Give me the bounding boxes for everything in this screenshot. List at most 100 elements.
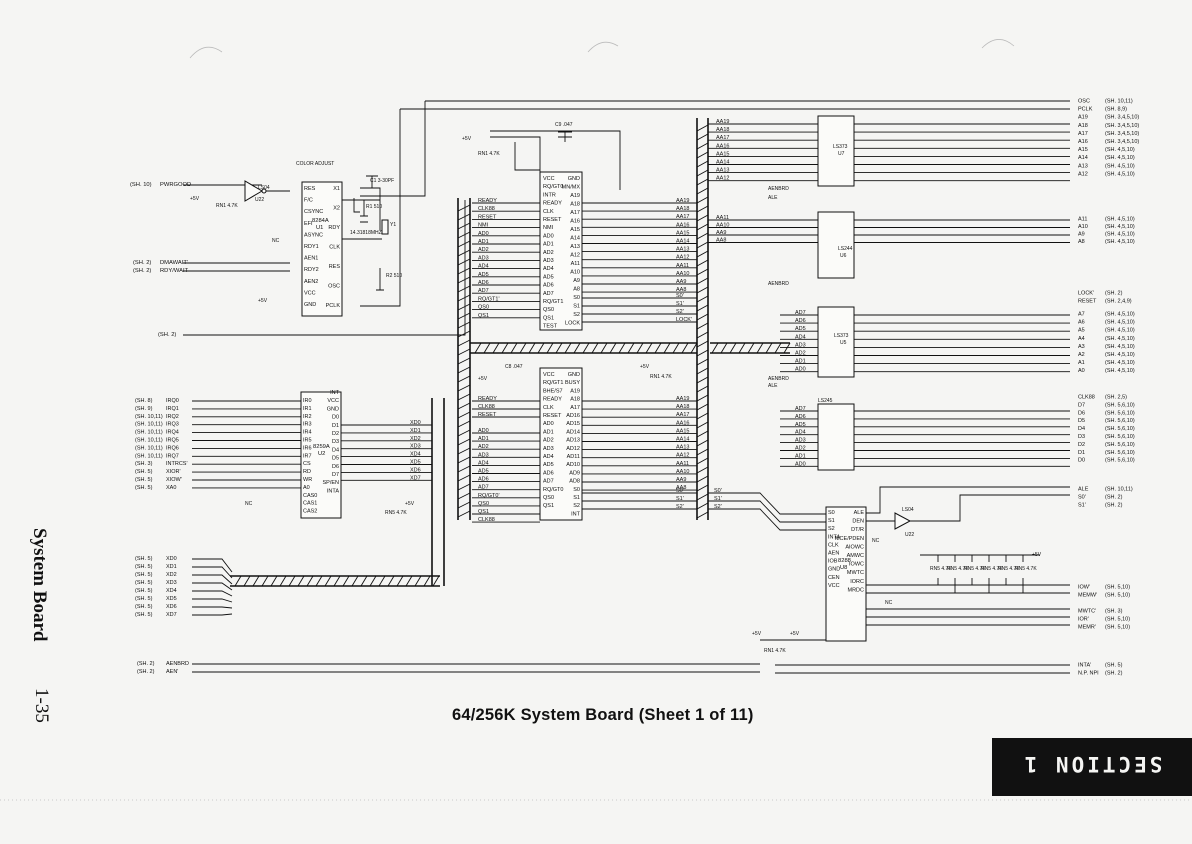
xd-ref-3: (SH. 5): [135, 580, 153, 586]
xcvr-in-2: AD5: [795, 422, 806, 428]
pic-right-pin-7: D4: [332, 447, 339, 453]
cpu-addr-label-1: AA18: [676, 206, 689, 212]
hatch-e: [720, 342, 728, 354]
xd-ref-6: (SH. 5): [135, 604, 153, 610]
pic-data-label-3: XD3: [410, 444, 421, 450]
aen-ref-0: (SH. 2): [137, 661, 155, 667]
left-signal-3-ref: (SH. 2): [158, 332, 176, 338]
hatch-d: [378, 575, 386, 587]
clock-passives: [342, 175, 389, 291]
cpu-left-pin-17: QS1: [543, 315, 554, 321]
right_signals_data-ref-8: (SH. 5,6,10): [1105, 458, 1135, 464]
hatch-d: [252, 575, 260, 587]
hatch-b: [696, 448, 709, 456]
cpu-right-pin-12: A9: [573, 278, 580, 284]
pic-left-pin-4: IR4: [303, 430, 312, 436]
right_signals_bus-name-0: IOW': [1078, 585, 1090, 591]
left-signal-2-ref: (SH. 2): [133, 268, 151, 274]
clock-right-pin-4: RES: [329, 264, 341, 270]
cpu-left-pin-5: RESET: [543, 217, 562, 223]
xd-name-2: XD2: [166, 572, 177, 578]
npu-rn1-label: RN1 4.7K: [650, 374, 672, 380]
hatch-b: [696, 295, 709, 303]
xcvr-in-3: AD4: [795, 430, 806, 436]
clock-right-pin-2: RDY: [328, 225, 340, 231]
cpu-right-pin-16: S2: [573, 312, 580, 318]
rn-label-0: RN5 4.7K: [930, 566, 952, 572]
bus-name-0: AENBRD: [768, 186, 789, 192]
cpu-addr-label-5: AA14: [676, 239, 689, 245]
right_signals_low-name-7: A0: [1078, 368, 1085, 374]
right_signals_top-ref-1: (SH. 8,9): [1105, 107, 1127, 113]
hatch-b: [696, 322, 709, 330]
latch-hi-in-5: AA14: [716, 160, 729, 166]
cpu-left-pin-18: TEST: [543, 324, 558, 330]
cpu-left-pin-16: QS0: [543, 307, 554, 313]
hatch-a: [457, 330, 471, 338]
latch-input-labels: AA19AA18AA17AA16AA15AA14AA13AA12AA11AA10…: [708, 119, 1070, 467]
npu-addr-label-5: AA14: [676, 437, 689, 443]
hatch-a: [457, 483, 471, 491]
right_signals_low-ref-2: (SH. 4,5,10): [1105, 328, 1135, 334]
irq-signal-list: (SH. 8)IRQ0(SH. 9)IRQ1(SH. 10,11)IRQ2(SH…: [135, 398, 301, 491]
cpu-top-passives: [490, 131, 572, 172]
hatch-d: [261, 575, 269, 587]
npu-right-pin-10: AD11: [567, 454, 580, 460]
hatch-a: [457, 222, 471, 230]
right_signals_top-ref-5: (SH. 3,4,5,10): [1105, 139, 1139, 145]
right_signals_ctrl-ref-0: (SH. 10,11): [1105, 487, 1133, 493]
npu-ctrl-label-1: S1': [676, 496, 684, 502]
bus-left-pin-5: AEN: [828, 551, 839, 557]
xcvr-in-0: AD7: [795, 406, 806, 412]
clock-right-pin-3: CLK: [329, 245, 340, 251]
bus-name-4: AENBRD: [768, 376, 789, 382]
irq-name-2: IRQ2: [166, 414, 179, 420]
latch-mid-in-3: AA8: [716, 238, 726, 244]
pic-left-pin-9: RD: [303, 469, 311, 475]
right_signals_low-name-6: A1: [1078, 360, 1085, 366]
xd-wire-3: [192, 582, 233, 591]
hatch-b: [696, 160, 709, 168]
hatch-b: [696, 493, 709, 501]
npu-bus-label-12: QS0: [478, 501, 489, 507]
hatch-b: [696, 241, 709, 249]
cpu-right-pin-11: A10: [570, 270, 580, 276]
cpu-ctrl-label-2: S2': [676, 309, 684, 315]
hatch-c: [492, 342, 500, 354]
hatch-d: [432, 575, 440, 587]
npu-right-pin-14: S0: [573, 487, 580, 493]
npu-chip: [539, 367, 583, 521]
xd-wire-4: [192, 590, 233, 597]
right_signals_top-name-2: A19: [1078, 115, 1088, 121]
hatch-b: [696, 466, 709, 474]
bus-ctrl-wire-2: [708, 508, 826, 531]
left-signal-0-ref: (SH. 10): [130, 182, 152, 188]
cpu-bus-label-0: READY: [478, 198, 497, 204]
hatch-b: [696, 205, 709, 213]
hatch-b: [696, 439, 709, 447]
right_signals_data-name-7: D1: [1078, 450, 1085, 456]
latch-lo-in-1: AD6: [795, 318, 806, 324]
right_signals_top-name-9: A12: [1078, 171, 1088, 177]
right_signals_lock-name-0: LOCK': [1078, 291, 1094, 297]
clock-right-pin-6: PCLK: [326, 303, 341, 309]
npu-addr-label-8: AA11: [676, 461, 689, 467]
xd-name-3: XD3: [166, 580, 177, 586]
clock-left-pin-8: AEN2: [304, 279, 318, 285]
hatch-a: [457, 240, 471, 248]
right_signals_mid-ref-3: (SH. 4,5,10): [1105, 239, 1135, 245]
npu-addr-label-2: AA17: [676, 412, 689, 418]
cpu-left-pin-15: RQ/GT1: [543, 299, 563, 305]
npu-right-pin-11: AD10: [566, 462, 580, 468]
right_signals_lock-ref-1: (SH. 2,4,9): [1105, 299, 1132, 305]
irq-name-7: IRQ7: [166, 453, 179, 459]
bus-ctrl-wire-0: [708, 492, 826, 515]
irq-ref-3: (SH. 10,11): [135, 422, 163, 428]
bus-ctrl-label-1: S1': [714, 496, 722, 502]
inverter-ref: LS04: [258, 185, 270, 191]
hatch-e: [765, 342, 773, 354]
cpu-bus-label-2: RESET: [478, 214, 497, 220]
pic-left-pins: IR0IR1IR2IR3IR4IR5IR6IR7CSRDWRA0CAS0CAS1…: [303, 398, 317, 515]
